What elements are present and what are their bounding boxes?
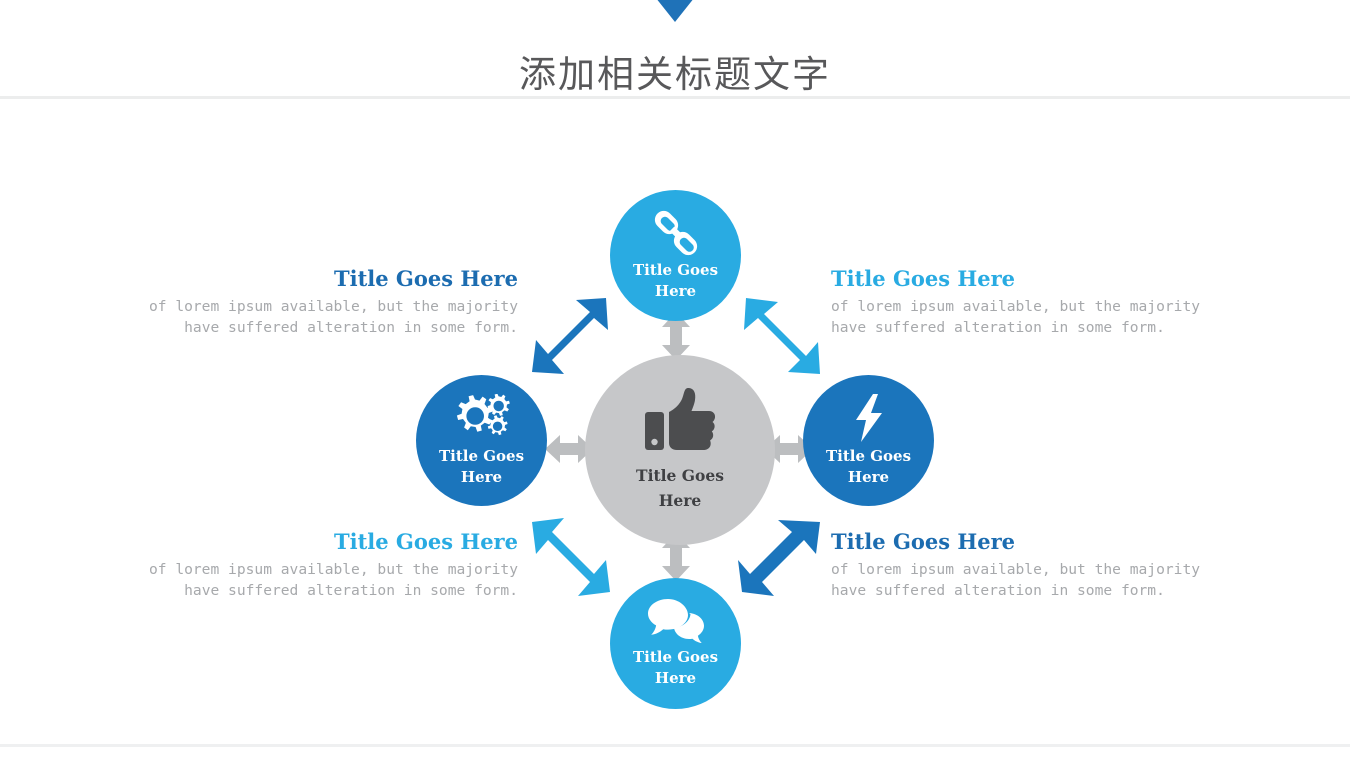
callout-top-right-body: of lorem ipsum available, but the majori…: [831, 298, 1201, 336]
link-chain-icon: [654, 210, 697, 255]
callout-top-right-title: Title Goes Here: [831, 266, 1016, 291]
triangle-down-marker-icon: [640, 0, 710, 22]
header-divider: [0, 96, 1350, 99]
node-bottom[interactable]: Title Goes Here: [610, 578, 741, 709]
gears-icon: [456, 393, 510, 435]
diagonal-arrow-bottom-left: [532, 518, 610, 596]
center-node[interactable]: Title Goes Here: [585, 355, 775, 545]
thumbs-up-icon: [645, 387, 716, 450]
connector-arrow-left: [545, 435, 593, 463]
node-left-label: Title Goes Here: [438, 446, 525, 486]
callout-top-left-body: of lorem ipsum available, but the majori…: [148, 298, 518, 336]
diagonal-arrow-top-left: [532, 298, 608, 374]
diagonal-arrow-top-right: [744, 298, 820, 374]
node-top-label: Title Goes Here: [632, 260, 719, 300]
node-right[interactable]: Title Goes Here: [803, 375, 934, 506]
callout-top-left-title: Title Goes Here: [333, 266, 518, 291]
callout-top-right: Title Goes Here of lorem ipsum available…: [831, 266, 1231, 338]
callout-bottom-right-title: Title Goes Here: [831, 529, 1016, 554]
node-top[interactable]: Title Goes Here: [610, 190, 741, 321]
speech-bubbles-icon: [647, 598, 704, 643]
node-bottom-label: Title Goes Here: [632, 647, 719, 687]
footer-divider: [0, 744, 1350, 747]
connector-arrow-bottom: [662, 533, 690, 581]
callout-bottom-left-title: Title Goes Here: [333, 529, 518, 554]
callout-top-left: Title Goes Here of lorem ipsum available…: [118, 266, 518, 338]
connector-arrow-top: [662, 312, 690, 360]
callout-bottom-right: Title Goes Here of lorem ipsum available…: [831, 529, 1231, 601]
node-left[interactable]: Title Goes Here: [416, 375, 547, 506]
callout-bottom-left-body: of lorem ipsum available, but the majori…: [148, 561, 518, 599]
lightning-bolt-icon: [855, 393, 882, 442]
page-title: 添加相关标题文字: [519, 53, 831, 96]
center-node-label: Title Goes Here: [636, 466, 724, 510]
connector-arrow-right: [765, 435, 813, 463]
diagonal-arrow-bottom-right: [738, 520, 820, 596]
callout-bottom-left: Title Goes Here of lorem ipsum available…: [118, 529, 518, 601]
callout-bottom-right-body: of lorem ipsum available, but the majori…: [831, 561, 1201, 599]
node-right-label: Title Goes Here: [825, 446, 912, 486]
